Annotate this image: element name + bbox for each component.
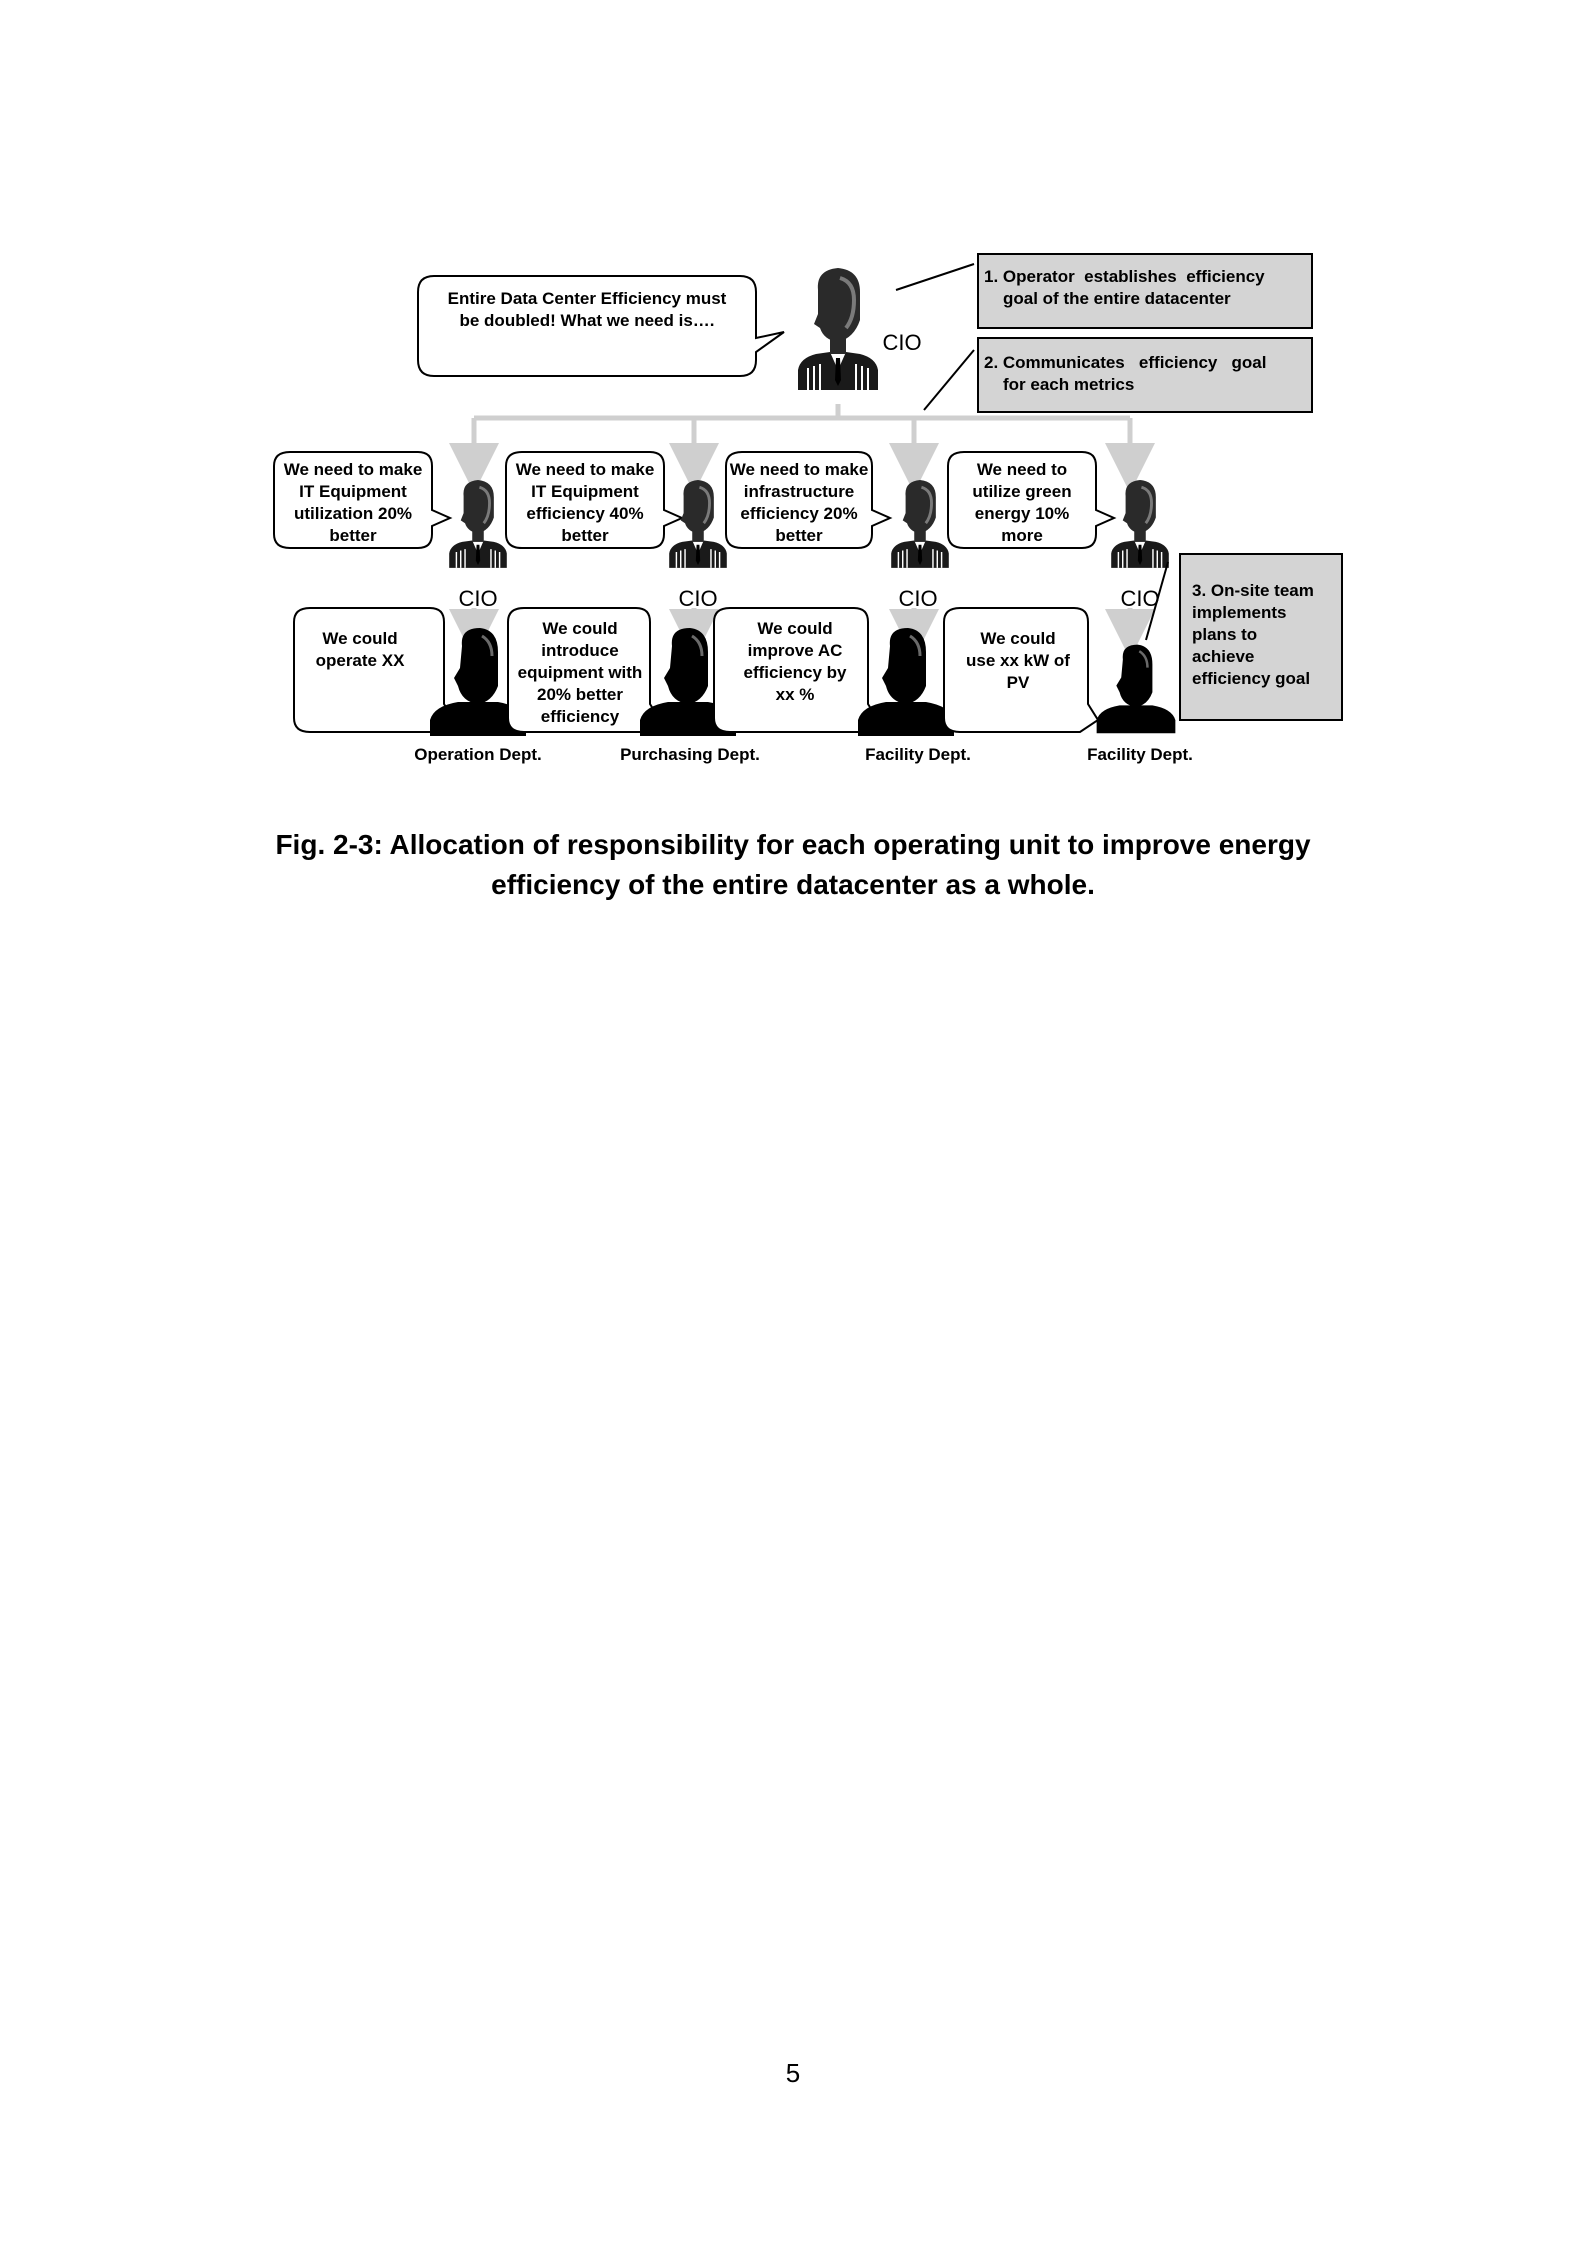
upper-bubble-line: better (775, 526, 823, 545)
worker-figure-icon (858, 628, 954, 736)
lower-bubble-line: efficiency by (744, 663, 848, 682)
step3-line: achieve (1192, 647, 1254, 666)
lower-bubble-line: introduce (541, 641, 618, 660)
upper-bubble-line: efficiency 40% (526, 504, 643, 523)
step3-line: plans to (1192, 625, 1257, 644)
lower-bubble-line: equipment with (518, 663, 643, 682)
lower-bubble-line: xx % (776, 685, 815, 704)
caption-line: Fig. 2-3: Allocation of responsibility f… (250, 825, 1336, 865)
step1-line: goal of the entire datacenter (1003, 289, 1231, 308)
connector-line (924, 350, 974, 410)
top-bubble-line: be doubled! What we need is…. (459, 311, 714, 330)
upper-bubble-line: We need to (977, 460, 1067, 479)
unit-operation: We need to make IT Equipment utilization… (274, 452, 542, 764)
dept-label: Facility Dept. (865, 745, 971, 764)
step2-box: 2. Communicates efficiency goal for each… (978, 338, 1312, 412)
lower-bubble-line: We could (542, 619, 617, 638)
lower-bubble-line: efficiency (541, 707, 620, 726)
lower-bubble-line: We could (757, 619, 832, 638)
dept-label: Operation Dept. (414, 745, 542, 764)
step2-line: for each metrics (1003, 375, 1134, 394)
upper-bubble-line: We need to make (516, 460, 655, 479)
cio-figure-icon (669, 480, 727, 568)
upper-bubble-line: more (1001, 526, 1043, 545)
lower-bubble-line: We could (980, 629, 1055, 648)
upper-bubble-line: We need to make (730, 460, 869, 479)
upper-bubble-line: IT Equipment (299, 482, 407, 501)
caption-line: efficiency of the entire datacenter as a… (250, 865, 1336, 905)
top-cio-figure-icon (798, 268, 878, 390)
cio-figure-icon (891, 480, 949, 568)
upper-bubble-line: energy 10% (975, 504, 1070, 523)
upper-bubble-line: We need to make (284, 460, 423, 479)
upper-bubble-line: utilization 20% (294, 504, 412, 523)
upper-bubble-line: utilize green (972, 482, 1071, 501)
worker-figure-icon (1097, 645, 1176, 734)
cio-label: CIO (1120, 586, 1159, 611)
dept-label: Facility Dept. (1087, 745, 1193, 764)
top-cio-label: CIO (882, 330, 921, 355)
lower-bubble (294, 608, 454, 732)
unit-facility-1: We need to make infrastructure efficienc… (714, 452, 971, 764)
step3-line: efficiency goal (1192, 669, 1310, 688)
upper-bubble-line: infrastructure (744, 482, 855, 501)
cio-figure-icon (1111, 480, 1169, 568)
top-speech-bubble: Entire Data Center Efficiency must be do… (418, 276, 784, 376)
step2-line: 2. Communicates efficiency goal (984, 353, 1266, 372)
upper-bubble-line: efficiency 20% (740, 504, 857, 523)
connector-line (896, 264, 974, 290)
step1-line: 1. Operator establishes efficiency (984, 267, 1265, 286)
dept-label: Purchasing Dept. (620, 745, 760, 764)
lower-bubble-line: We could (322, 629, 397, 648)
lower-bubble-line: use xx kW of (966, 651, 1070, 670)
step1-box: 1. Operator establishes efficiency goal … (978, 254, 1312, 328)
org-diagram: Entire Data Center Efficiency must be do… (0, 0, 1586, 800)
page-number: 5 (0, 2058, 1586, 2089)
lower-bubble-line: improve AC (748, 641, 843, 660)
upper-bubble-line: better (329, 526, 377, 545)
upper-bubble-line: better (561, 526, 609, 545)
figure-caption: Fig. 2-3: Allocation of responsibility f… (250, 825, 1336, 905)
cio-label: CIO (898, 586, 937, 611)
step3-line: 3. On-site team (1192, 581, 1314, 600)
upper-bubble-line: IT Equipment (531, 482, 639, 501)
top-bubble-line: Entire Data Center Efficiency must (448, 289, 727, 308)
cio-label: CIO (678, 586, 717, 611)
lower-bubble (944, 608, 1098, 732)
step3-line: implements (1192, 603, 1286, 622)
cio-figure-icon (449, 480, 507, 568)
cio-label: CIO (458, 586, 497, 611)
lower-bubble-line: 20% better (537, 685, 623, 704)
lower-bubble-line: PV (1007, 673, 1030, 692)
lower-bubble-line: operate XX (316, 651, 405, 670)
step3-box: 3. On-site team implements plans to achi… (1180, 554, 1342, 720)
